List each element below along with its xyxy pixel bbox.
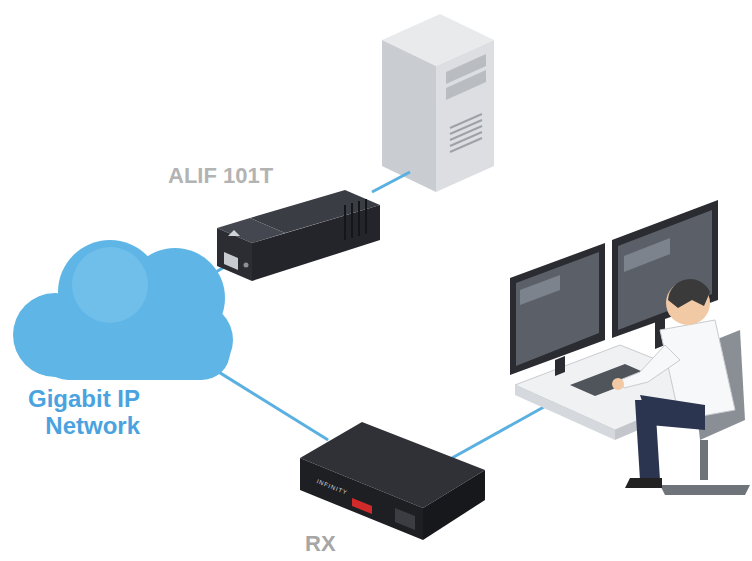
device-label: RX — [305, 532, 385, 557]
device-label: ALIF 101T — [168, 164, 348, 189]
cloud-highlight — [72, 247, 148, 323]
network-cloud — [13, 240, 233, 380]
server-tower — [382, 14, 494, 192]
rx-receiver — [300, 422, 485, 540]
device-label: Gigabit IP Network — [2, 386, 140, 440]
server-cable — [372, 172, 410, 192]
workstation — [510, 200, 750, 495]
network-cable — [210, 367, 328, 440]
network-cloud-box: Gigabit IP Network — [60, 270, 210, 370]
device-box: ALIF 101T — [226, 222, 300, 266]
device-box: RX — [305, 440, 480, 520]
alif-dongle — [217, 190, 380, 281]
